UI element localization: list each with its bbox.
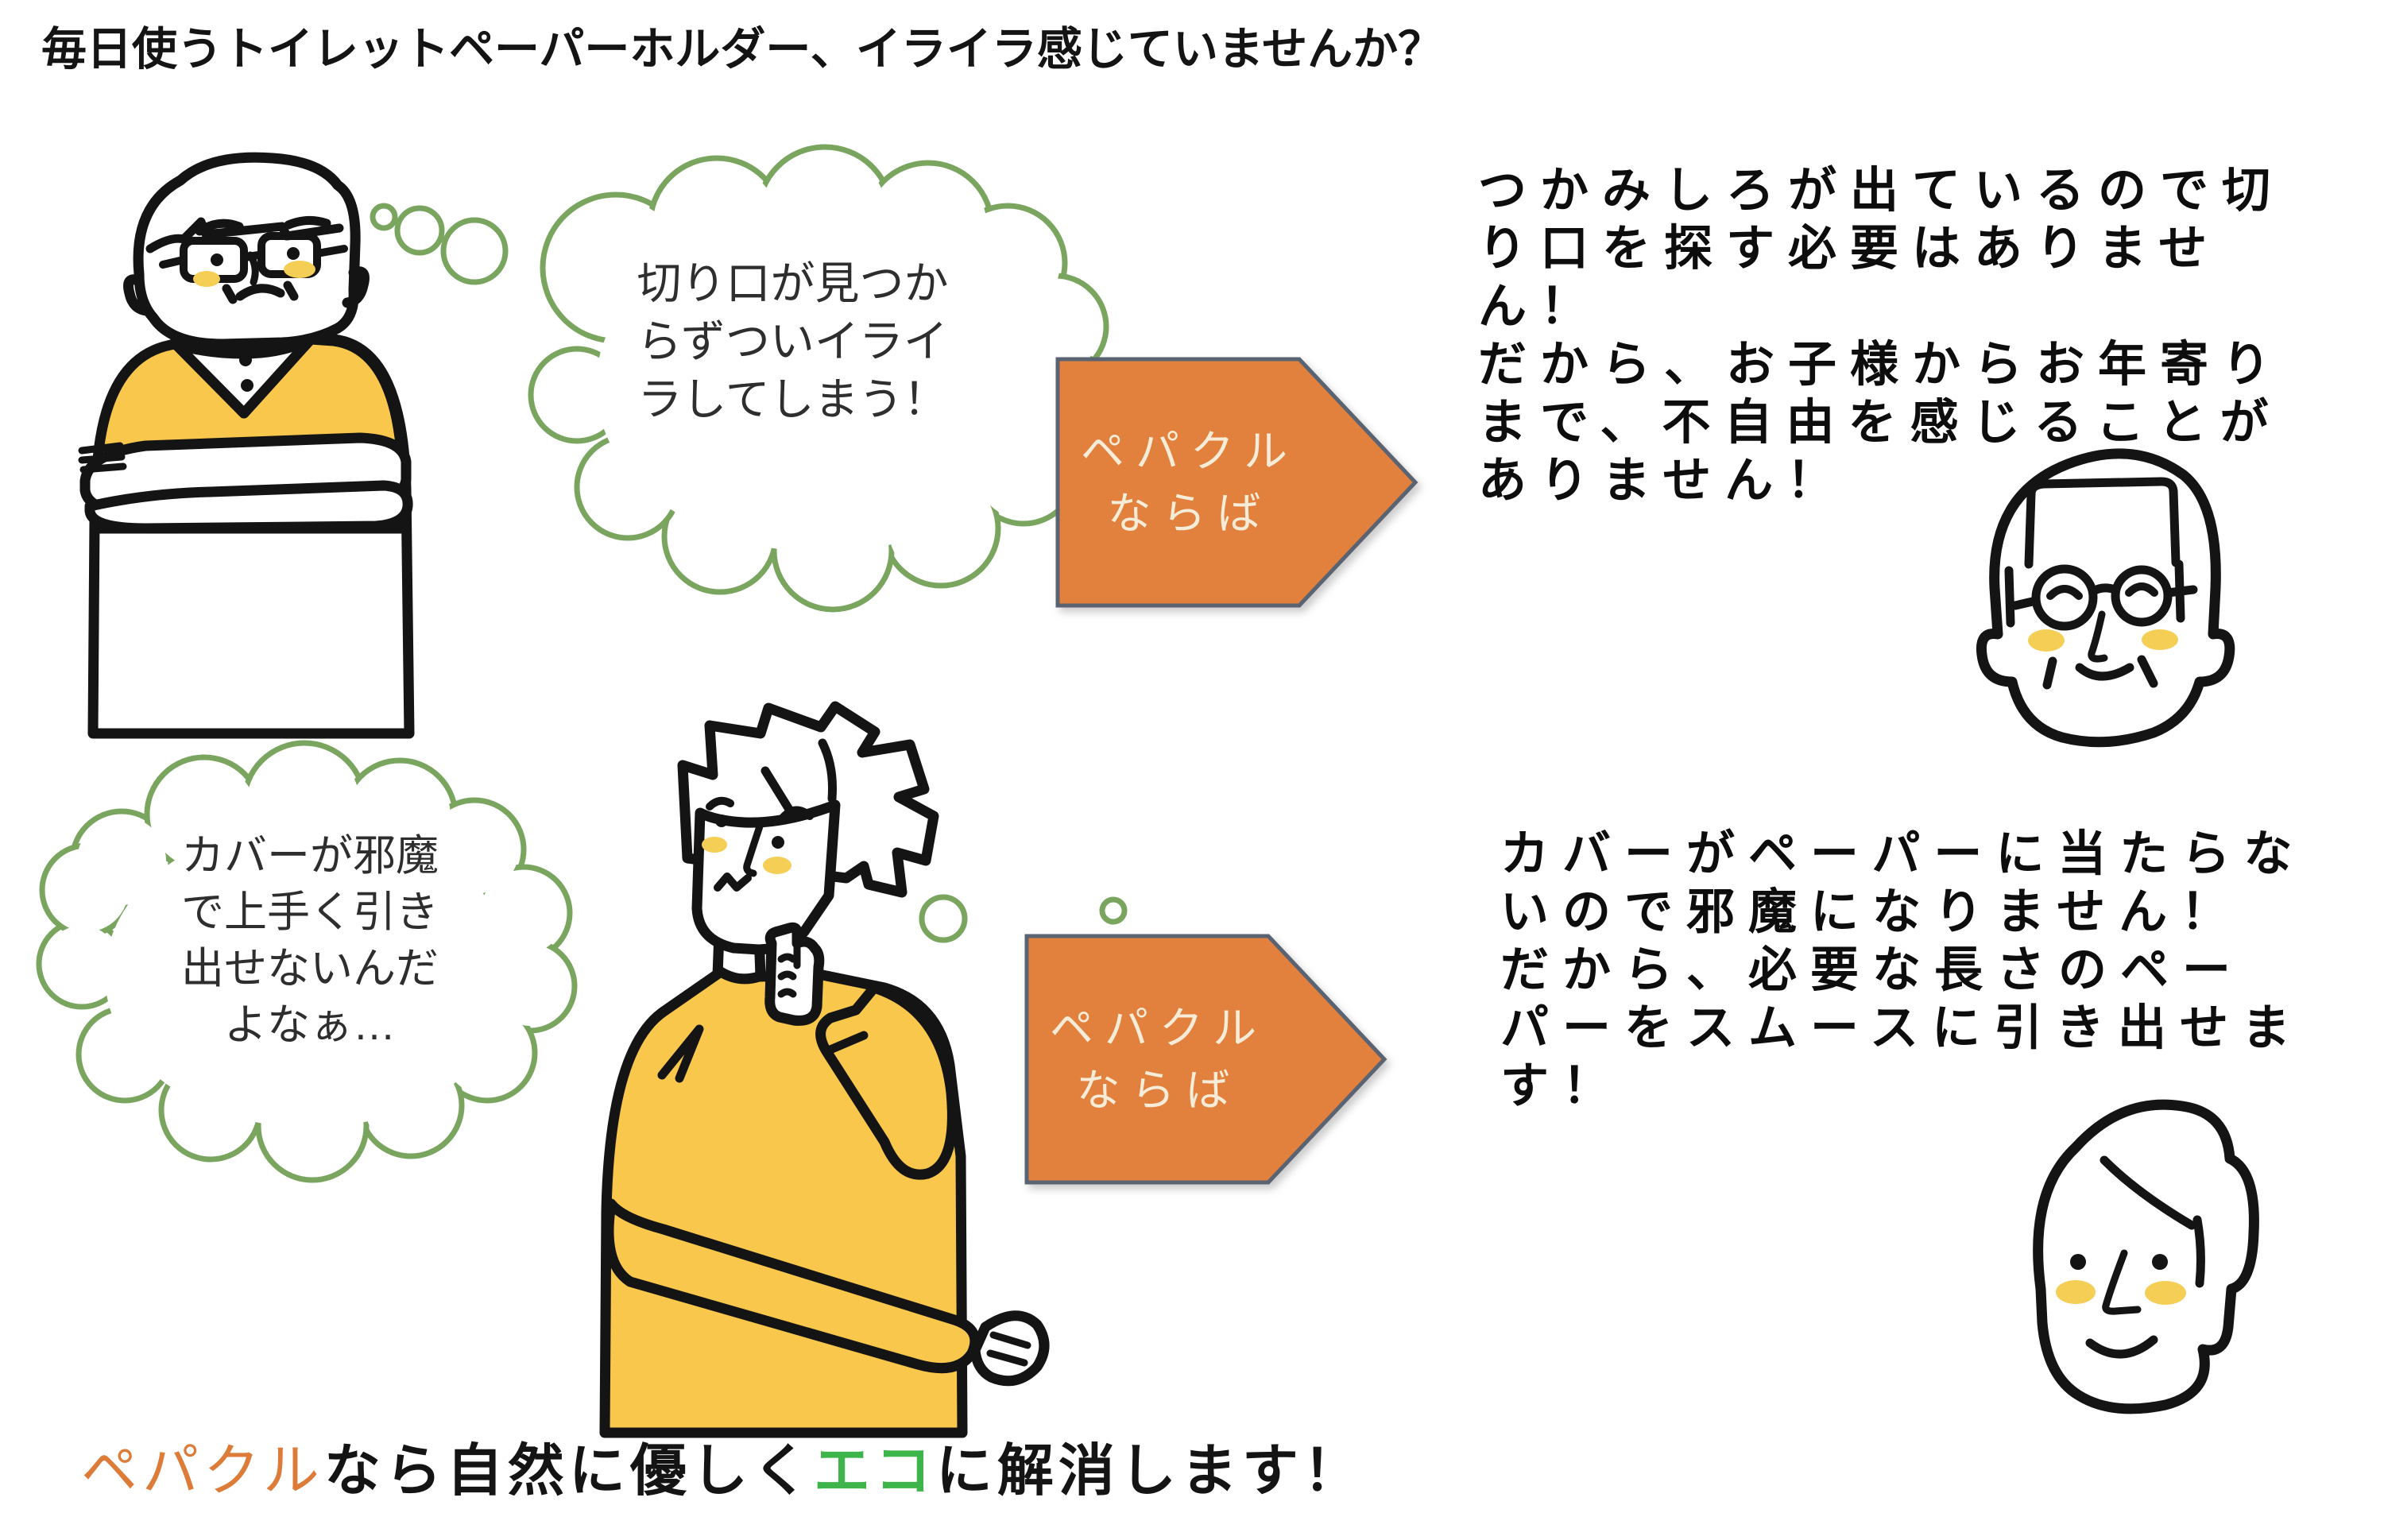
cheek-blush — [702, 837, 727, 853]
text-line: 出せないんだ — [181, 945, 439, 992]
text-line: カバーがペーパーに当たらな — [1500, 826, 2306, 880]
nose-icon — [2088, 610, 2108, 663]
text-line: 切り口が見つか — [637, 258, 949, 308]
pepakuru-arrow-2: ペパクルならば — [1022, 931, 1389, 1187]
cheek-blush — [2028, 629, 2065, 652]
page-title: 毎日使うトイレットペーパーホルダー、イライラ感じていませんか？ — [41, 24, 1444, 75]
eye-icon — [772, 836, 784, 849]
text-line: パーをスムースに引き出せま — [1500, 1000, 2304, 1054]
ear-icon — [123, 274, 153, 316]
text-line: カバーが邪魔 — [181, 832, 439, 880]
text-line: ならば — [1076, 1066, 1241, 1115]
senior-crossed-arms — [78, 432, 413, 534]
cheek-blush — [284, 261, 315, 278]
text-line: す！ — [1500, 1058, 1625, 1112]
nose-icon — [743, 820, 764, 877]
cheek-blush — [763, 857, 791, 874]
thought-bubble-dot — [440, 217, 509, 285]
man-armpit-fold — [657, 1024, 704, 1083]
nose-icon — [246, 251, 259, 286]
thought-bubble-text-2: カバーが邪魔で上手く引き出せないんだよなぁ… — [64, 828, 556, 1054]
text-line: ラしてしまう！ — [637, 374, 948, 424]
happy-eye-icon — [2046, 582, 2158, 600]
frown-mouth — [222, 281, 299, 304]
cheek-blush — [2142, 629, 2178, 650]
thought-cloud-2 — [36, 740, 578, 1183]
pepakuru-arrow-1: ペパクルならば — [1053, 354, 1420, 610]
man-right-sleeve — [815, 982, 958, 1180]
cheek-blush — [2145, 1281, 2186, 1305]
smile-mouth — [2085, 1335, 2158, 1359]
senior-head — [123, 152, 370, 350]
benefit-text-2: カバーがペーパーに当たらないので邪魔になりません！だから、必要な長さのペーパーを… — [1500, 825, 2305, 1115]
text-line: で上手く引き — [181, 888, 439, 936]
thought-trail-2 — [919, 894, 1128, 943]
worried-mouth — [714, 873, 752, 892]
happy-man-face-illustration — [2033, 1099, 2259, 1414]
text-line: まで、不自由を感じることが — [1478, 395, 2282, 449]
tagline-segment: ペパクル — [81, 1440, 324, 1503]
man-happy-fringe — [2100, 1155, 2205, 1288]
text-line: らずついイライ — [637, 316, 948, 366]
text-line: いので邪魔になりません！ — [1500, 884, 2243, 938]
glasses-icon — [159, 232, 348, 283]
senior-torso — [87, 329, 415, 739]
text-line: り口を探す必要はありませ — [1478, 221, 2221, 275]
thought-bubble-dot — [919, 894, 968, 943]
text-line: ならば — [1107, 489, 1272, 538]
thought-cloud-1 — [528, 144, 1116, 613]
benefit-text-1: つかみしろが出ているので切り口を探す必要はありません！だから、お子様からお年寄り… — [1478, 161, 2284, 509]
man-left-sleeve — [603, 1198, 981, 1374]
thought-trail-1 — [370, 203, 509, 285]
eye-icon — [715, 814, 728, 827]
eye-icon — [2152, 1254, 2168, 1270]
pondering-man-illustration — [599, 701, 1050, 1438]
text-line: ん！ — [1478, 279, 1603, 333]
text-line: つかみしろが出ているので切 — [1478, 163, 2285, 217]
arrow-label-1: ペパクルならば — [1053, 354, 1315, 610]
eye-icon — [2070, 1254, 2086, 1270]
text-line: だから、必要な長さのペー — [1500, 942, 2245, 996]
text-line: だから、お子様からお年寄り — [1478, 337, 2285, 391]
tagline-segment: エコ — [813, 1440, 936, 1503]
ear-icon — [342, 266, 370, 308]
tagline: ペパクルなら自然に優しくエコに解消します！ — [81, 1426, 1364, 1507]
arrow-label-2: ペパクルならば — [1022, 931, 1284, 1187]
senior-hairline — [145, 217, 344, 253]
cheek-blush — [2056, 1280, 2096, 1304]
eyebrow-icon — [195, 216, 331, 236]
thought-bubble-dot — [370, 203, 398, 231]
tagline-segment: に解消します！ — [935, 1440, 1364, 1503]
man-cuff-line — [822, 1031, 869, 1056]
nose-icon — [2102, 1249, 2142, 1315]
text-line: ありません！ — [1478, 453, 1849, 507]
cheek-blush — [193, 271, 220, 287]
man-hand — [969, 1310, 1050, 1387]
round-glasses-icon — [2011, 564, 2198, 631]
eyebrow-icon — [706, 796, 814, 822]
text-line: よなぁ… — [224, 1001, 396, 1049]
man-face — [691, 799, 841, 955]
eye-icon — [211, 253, 223, 266]
thought-bubble-dot — [394, 205, 445, 256]
arrow-shape — [1024, 934, 1387, 1185]
man-happy-head — [2033, 1099, 2259, 1414]
text-line: ペパクル — [1080, 427, 1299, 476]
thought-bubble-text-1: 切り口が見つからずついイライラしてしまう！ — [548, 254, 1037, 428]
man-hair-fringe — [760, 738, 837, 819]
grumpy-senior-illustration — [78, 152, 415, 739]
text-line: ペパクル — [1049, 1004, 1268, 1053]
eye-icon — [287, 247, 300, 260]
arrow-shape — [1055, 357, 1418, 608]
tagline-segment: なら自然に優しく — [323, 1440, 814, 1503]
senior-happy-head — [1976, 448, 2235, 748]
happy-senior-face-illustration — [1976, 448, 2235, 748]
thought-bubble-dot — [1099, 896, 1128, 925]
man-hand-fingers — [986, 1331, 1031, 1367]
man-fist-knuckles — [777, 939, 801, 998]
smile-mouth — [2042, 655, 2158, 690]
